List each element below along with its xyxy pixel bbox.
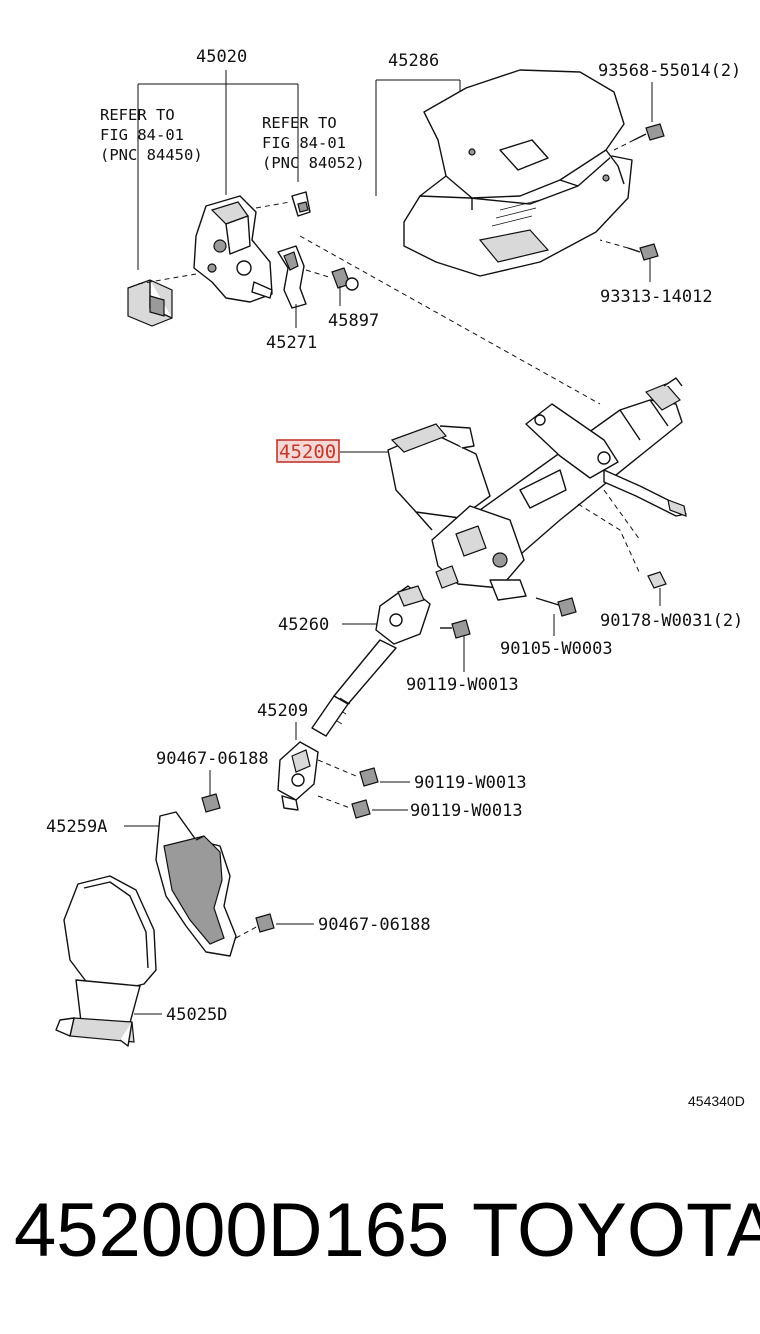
leader-45020 <box>137 70 299 270</box>
dash-93568 <box>613 139 635 151</box>
refer-right-line3: (PNC 84052) <box>262 154 365 172</box>
part-label-93313[interactable]: 93313-14012 <box>600 287 713 307</box>
part-label-45020[interactable]: 45020 <box>196 47 247 67</box>
part-label-45260[interactable]: 45260 <box>278 615 329 635</box>
dash-housing-connector <box>255 201 291 209</box>
universal-joint-45209 <box>277 741 319 811</box>
part-label-45259A[interactable]: 45259A <box>46 817 107 837</box>
screw-93313 <box>627 243 659 261</box>
part-label-90119-lower[interactable]: 90119-W0013 <box>410 801 523 821</box>
figure-code: 454340D <box>688 1093 745 1109</box>
refer-left-line2: FIG 84-01 <box>100 126 184 144</box>
refer-right-line1: REFER TO <box>262 114 337 132</box>
dash-joint-bolts <box>317 759 357 809</box>
dash-cover-clip <box>235 925 259 939</box>
dash-93313 <box>599 239 629 249</box>
intermediate-shaft-45260 <box>311 585 431 737</box>
part-label-45271[interactable]: 45271 <box>266 333 317 353</box>
part-label-90119-middle[interactable]: 90119-W0013 <box>414 773 527 793</box>
part-label-90467-upper[interactable]: 90467-06188 <box>156 749 269 769</box>
boot-45025D <box>55 875 157 1047</box>
clip-90467-upper <box>201 793 221 813</box>
bolt-45897 <box>331 267 359 291</box>
footer-brand: TOYOTA <box>472 1188 760 1273</box>
bolt-90119-middle <box>359 767 379 787</box>
ignition-switch-housing <box>193 195 273 303</box>
part-label-45200[interactable]: 45200 <box>279 441 336 463</box>
footer-part-number: 452000D165 <box>14 1188 449 1273</box>
dash-housing-block <box>137 273 197 285</box>
part-label-93568[interactable]: 93568-55014(2) <box>598 61 741 81</box>
column-cover-45286 <box>403 69 633 277</box>
bracket-45271 <box>277 245 307 309</box>
cover-45259A <box>155 811 237 957</box>
steering-column-45200 <box>387 377 687 601</box>
part-label-90467-lower[interactable]: 90467-06188 <box>318 915 431 935</box>
key-cylinder-block <box>127 279 173 327</box>
bolt-90119-lower <box>351 799 371 819</box>
refer-right-line2: FIG 84-01 <box>262 134 346 152</box>
part-label-90105[interactable]: 90105-W0003 <box>500 639 613 659</box>
dash-column-90178 <box>577 489 641 575</box>
refer-left-line3: (PNC 84450) <box>100 146 203 164</box>
connector-small <box>291 191 311 217</box>
part-label-45209[interactable]: 45209 <box>257 701 308 721</box>
highlight-box-45200 <box>276 439 340 463</box>
bolt-90105 <box>535 597 577 617</box>
part-label-90178[interactable]: 90178-W0031(2) <box>600 611 743 631</box>
dash-bracket-bolt <box>305 269 333 279</box>
part-label-45286[interactable]: 45286 <box>388 51 439 71</box>
refer-left-line1: REFER TO <box>100 106 175 124</box>
clip-90467-lower <box>255 913 275 933</box>
bolt-90119-upper <box>440 619 471 639</box>
part-label-45025D[interactable]: 45025D <box>166 1005 227 1025</box>
screw-93568 <box>633 123 665 141</box>
part-label-45897[interactable]: 45897 <box>328 311 379 331</box>
dash-bracket-column <box>299 235 601 405</box>
part-label-90119-upper[interactable]: 90119-W0013 <box>406 675 519 695</box>
nut-90178 <box>647 571 667 589</box>
